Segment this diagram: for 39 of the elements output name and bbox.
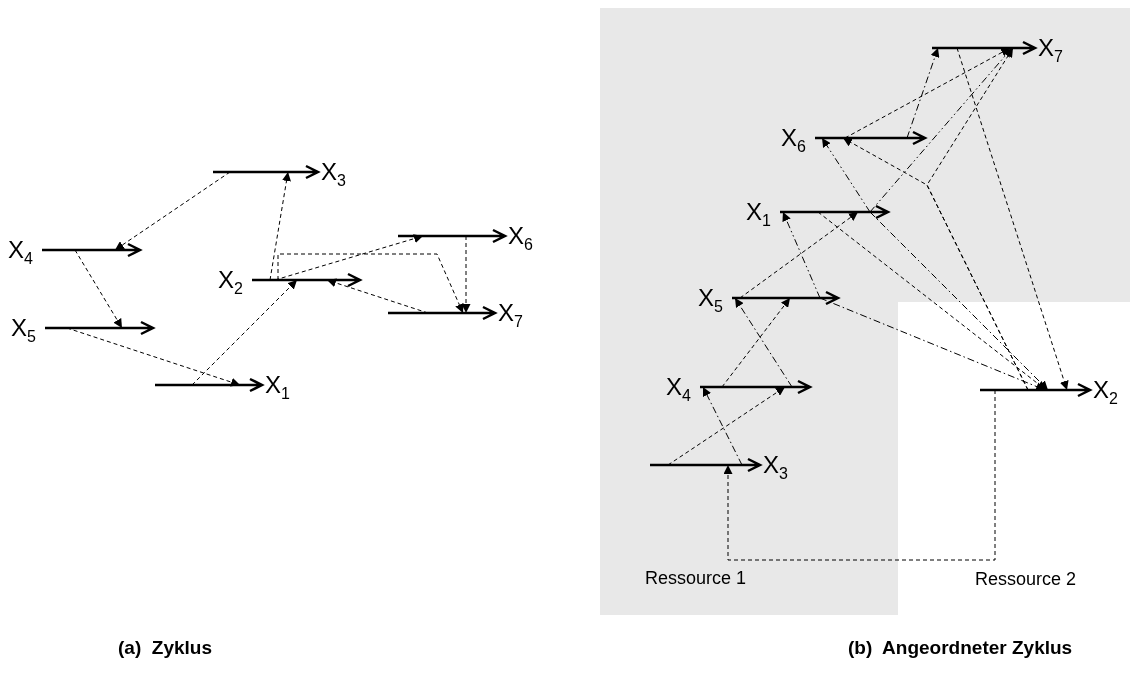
dependency-arrow [906,47,940,139]
panel-caption: (b) Angeordneter Zyklus [848,637,1073,659]
dependency-arrow [956,47,1069,391]
activity-label: X$_{6}$ [508,222,533,250]
dependency-arrow [191,279,298,386]
activity-label: X$_{7}$ [1038,34,1063,62]
activity-label: X$_{3}$ [321,158,346,186]
activity-label: X$_{1}$ [746,198,771,226]
dependency-arrow [74,249,123,329]
region-label: Ressource 1 [645,568,747,589]
activity-label: X$_{5}$ [11,314,36,342]
activity-label: X$_{3}$ [763,451,788,479]
activity-label: X$_{5}$ [698,284,723,312]
activity-label: X$_{7}$ [498,299,523,327]
activity-label: X$_{4}$ [8,236,33,264]
dependency-arrow [667,386,786,466]
panel-caption: (a) Zyklus [118,637,212,659]
dependency-arrow [734,297,793,388]
dependency-arrow [721,297,791,388]
dependency-arrow [869,211,1049,391]
dependency-arrow [114,171,231,251]
activity-label: X$_{4}$ [666,373,691,401]
activity-label: X$_{1}$ [265,371,290,399]
dependency-arrow [269,171,291,281]
activity-label: X$_{2}$ [218,266,243,294]
activity-label: X$_{6}$ [781,124,806,152]
dependency-arrow [461,235,471,314]
dependency-arrow [821,137,871,213]
dependency-arrow [782,211,821,299]
activity-label: X$_{2}$ [1093,376,1118,404]
dependency-arrow [739,211,859,299]
dependency-arrow [844,47,1011,139]
dependency-arrow [723,389,996,561]
dependency-arrow [277,253,464,314]
dependency-arrow [817,211,1047,391]
region-label: Ressource 2 [975,569,1077,590]
dependency-arrow [926,47,1029,391]
dependency-arrow [869,47,1013,213]
dependency-arrow [702,386,743,466]
